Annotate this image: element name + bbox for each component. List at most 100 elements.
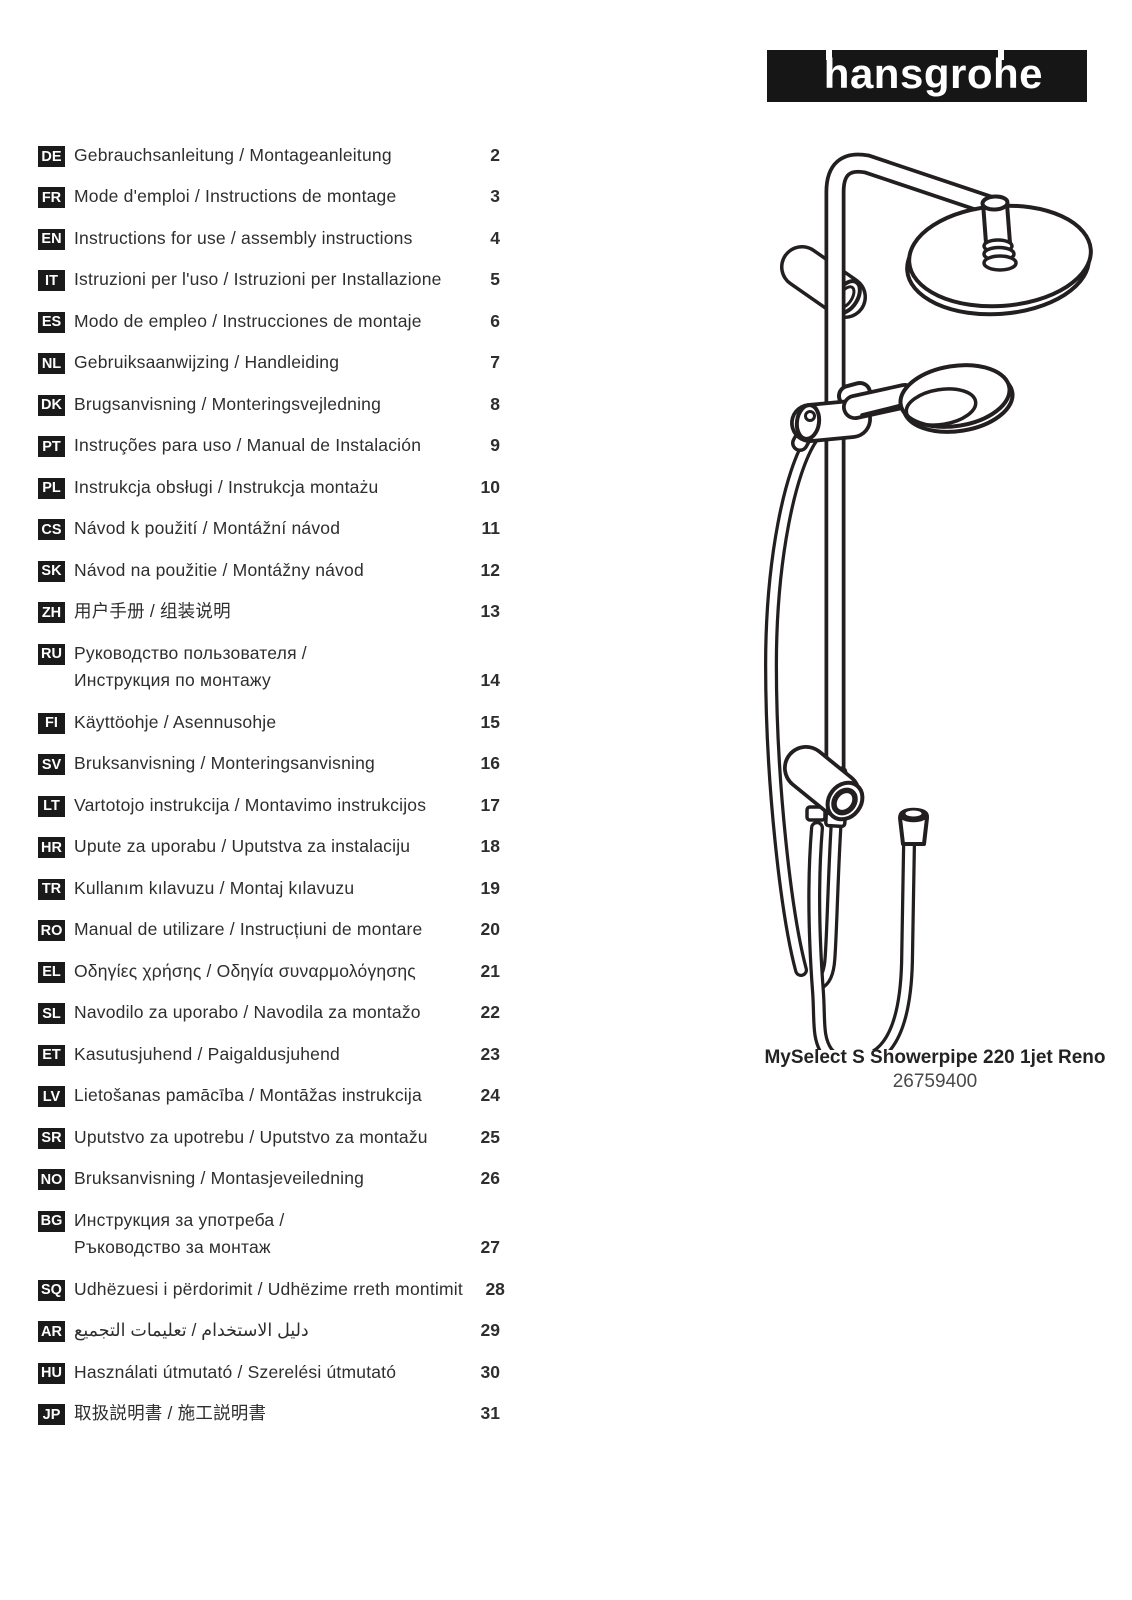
logo-h-ascender-slit [826, 47, 832, 60]
toc-label: Mode d'emploi / Instructions de montage [74, 186, 397, 207]
toc-label: Bruksanvisning / Montasjeveiledning [74, 1168, 365, 1189]
toc-page-number: 14 [480, 670, 500, 691]
toc-page-number: 7 [490, 352, 500, 373]
language-badge: RO [38, 920, 65, 942]
toc-label: Gebruiksaanwijzing / Handleiding [74, 352, 340, 373]
toc-page-number: 31 [480, 1403, 500, 1424]
toc-page-number: 30 [480, 1361, 500, 1382]
language-badge: TR [38, 878, 65, 900]
product-drawing [740, 130, 1130, 1070]
toc-label: Használati útmutató / Szerelési útmutató [74, 1361, 397, 1382]
toc-label: 取扱説明書 / 施工説明書 [74, 1403, 267, 1424]
language-badge: DE [38, 146, 65, 167]
ball-joint-connector-icon [980, 194, 1018, 272]
product-caption: MySelect S Showerpipe 220 1jet Reno 2675… [735, 1046, 1132, 1094]
toc-row: HU Használati útmutató / Szerelési útmut… [38, 1359, 500, 1387]
language-badge: ET [38, 1044, 65, 1066]
toc-label: Návod k použití / Montážní návod [74, 518, 341, 539]
toc-row: ET Kasutusjuhend / Paigaldusjuhend 23 [38, 1041, 500, 1069]
toc-page-number: 17 [480, 794, 500, 815]
toc-row: PT Instruções para uso / Manual de Insta… [38, 432, 500, 460]
toc-label: Udhëzuesi i përdorimit / Udhëzime rreth … [74, 1278, 463, 1299]
toc-page-number: 3 [490, 186, 500, 207]
language-badge: CS [38, 519, 65, 541]
toc-page-number: 25 [480, 1126, 500, 1147]
toc-page-number: 19 [480, 877, 500, 898]
toc-page-number: 8 [490, 393, 500, 414]
language-badge: NO [38, 1169, 65, 1191]
toc-page-number: 11 [481, 518, 501, 539]
outlet-tube [812, 819, 843, 991]
language-badge: PT [38, 436, 65, 458]
language-badge: HU [38, 1362, 65, 1384]
toc-row: LV Lietošanas pamācība / Montāžas instru… [38, 1082, 500, 1110]
language-badge: SV [38, 754, 65, 776]
toc-page-number: 29 [480, 1320, 500, 1341]
toc-page-number: 26 [480, 1168, 500, 1189]
toc-label: Upute za uporabu / Uputstva za instalaci… [74, 836, 411, 857]
toc-page-number: 12 [480, 559, 500, 580]
toc-label: ‫دليل الاستخدام‬ / ‫تعليمات التجميع‬ [74, 1320, 309, 1341]
toc-row: NL Gebruiksaanwijzing / Handleiding 7 [38, 349, 500, 377]
toc-page-number: 27 [480, 1237, 500, 1258]
lower-elbow-icon [783, 745, 865, 829]
toc-row: SQ Udhëzuesi i përdorimit / Udhëzime rre… [38, 1276, 505, 1304]
toc-label: Lietošanas pamācība / Montāžas instrukci… [74, 1085, 422, 1106]
logo-wordmark: hansgrohe [823, 50, 1043, 97]
toc-row: SK Návod na použitie / Montážny návod 12 [38, 557, 500, 585]
toc-row: NO Bruksanvisning / Montasjeveiledning 2… [38, 1165, 500, 1193]
toc-label: Modo de empleo / Instrucciones de montaj… [74, 310, 422, 331]
toc-row: ES Modo de empleo / Instrucciones de mon… [38, 308, 500, 336]
toc-label: Manual de utilizare / Instrucțiuni de mo… [74, 919, 423, 940]
toc-page-number: 4 [490, 227, 500, 248]
toc-row: BG Инструкция за употреба /Ръководство з… [38, 1207, 500, 1262]
language-badge: SQ [38, 1279, 65, 1301]
toc-row: SL Navodilo za uporabo / Navodila za mon… [38, 999, 500, 1027]
toc-page-number: 9 [490, 435, 500, 456]
language-badge: JP [38, 1404, 65, 1426]
toc-page-number: 2 [490, 145, 500, 165]
toc-label: Návod na použitie / Montážny návod [74, 559, 364, 580]
hansgrohe-logo: hansgrohe [767, 47, 1087, 102]
language-badge: NL [38, 353, 65, 375]
shower-bar [824, 152, 1003, 803]
toc-page-number: 6 [490, 310, 500, 331]
toc-label: Uputstvo za upotrebu / Uputstvo za monta… [74, 1126, 428, 1147]
language-badge: SL [38, 1003, 65, 1025]
toc-label: Kasutusjuhend / Paigaldusjuhend [74, 1043, 340, 1064]
toc-page-number: 21 [480, 960, 500, 981]
hand-shower-icon [790, 363, 1015, 452]
toc-label: Instruções para uso / Manual de Instalac… [74, 435, 422, 456]
toc-row: LT Vartotojo instrukcija / Montavimo ins… [38, 792, 500, 820]
toc-row: RO Manual de utilizare / Instrucțiuni de… [38, 916, 500, 944]
toc-row: SV Bruksanvisning / Monteringsanvisning … [38, 750, 500, 778]
toc-label: Instrukcja obsługi / Instrukcja montażu [74, 476, 379, 497]
language-badge: LV [38, 1086, 65, 1108]
toc-row: DK Brugsanvisning / Monteringsvejledning… [38, 391, 500, 419]
toc-row: JP 取扱説明書 / 施工説明書 31 [38, 1400, 500, 1428]
logo-h-ascender-slit [998, 47, 1004, 60]
language-badge: EN [38, 228, 65, 250]
toc-label: Bruksanvisning / Monteringsanvisning [74, 753, 375, 774]
toc-row: PL Instrukcja obsługi / Instrukcja monta… [38, 474, 500, 502]
toc-label: Navodilo za uporabo / Navodila za montaž… [74, 1002, 421, 1023]
toc-label: Kullanım kılavuzu / Montaj kılavuzu [74, 877, 355, 898]
toc-row: HR Upute za uporabu / Uputstva za instal… [38, 833, 500, 861]
language-badge: FI [38, 712, 65, 734]
language-badge: ES [38, 311, 65, 333]
toc-page-number: 28 [485, 1278, 505, 1299]
toc-list: DE Gebrauchsanleitung / Montageanleitung… [38, 142, 505, 1442]
language-badge: LT [38, 795, 65, 817]
toc-label: Käyttöohje / Asennusohje [74, 711, 277, 732]
toc-row: ZH 用户手册 / 组装说明 13 [38, 598, 500, 626]
language-badge: AR [38, 1321, 65, 1343]
language-badge: ZH [38, 602, 65, 624]
toc-row: IT Istruzioni per l'uso / Istruzioni per… [38, 266, 500, 294]
toc-page-number: 10 [480, 476, 500, 497]
toc-row: TR Kullanım kılavuzu / Montaj kılavuzu 1… [38, 875, 500, 903]
language-badge: RU [38, 643, 65, 665]
toc-row: CS Návod k použití / Montážní návod 11 [38, 515, 500, 543]
toc-row: AR ‫دليل الاستخدام‬ / ‫تعليمات التجميع‬ … [38, 1317, 500, 1345]
hose-fitting-icon [898, 807, 930, 846]
language-badge: IT [38, 270, 65, 292]
